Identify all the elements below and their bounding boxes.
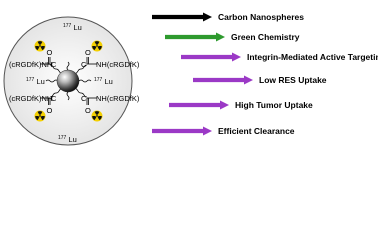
lu177-mass-top: 177 bbox=[63, 23, 72, 29]
radiation-icon-blade bbox=[40, 116, 45, 121]
lu177-mass-right: 177 bbox=[94, 77, 103, 83]
radiation-icon-center bbox=[39, 45, 41, 47]
ligand-label-bottom-left: (cRGDfK)NH bbox=[9, 94, 52, 103]
linker-bond-top-right bbox=[74, 64, 88, 75]
radiation-icon-blade bbox=[97, 116, 102, 121]
lu177-label-right: 177 Lu bbox=[94, 74, 113, 86]
feature-arrow bbox=[152, 126, 212, 136]
carbon-label-bottom-right: C bbox=[81, 94, 87, 103]
feature-arrow bbox=[193, 75, 253, 85]
radiation-icon-bottom-right bbox=[91, 110, 103, 122]
lu177-label-bottom: 177 Lu bbox=[58, 132, 77, 144]
radiation-icon-blade bbox=[92, 46, 97, 51]
lu177-element-right: Lu bbox=[104, 77, 112, 86]
nanosphere-core bbox=[56, 69, 80, 93]
radiation-icon-top-right bbox=[91, 40, 103, 52]
feature-label: Integrin-Mediated Active Targeting bbox=[247, 52, 378, 62]
radiation-icon-blade bbox=[37, 111, 43, 115]
feature-item: Integrin-Mediated Active Targeting bbox=[181, 52, 378, 62]
feature-label: Carbon Nanospheres bbox=[218, 12, 304, 22]
linker-bond-top bbox=[66, 61, 70, 71]
scheme-stage: O C O C O C O C (cRGDfK)NH NH(cRGDfK) (c… bbox=[3, 12, 378, 146]
feature-arrow bbox=[152, 12, 212, 22]
radiation-icon-blade bbox=[92, 116, 97, 121]
lu177-mass-left: 177 bbox=[26, 77, 35, 83]
radiation-icon-center bbox=[96, 115, 98, 117]
radiation-icon-blade bbox=[94, 111, 100, 115]
carbonyl-groups bbox=[40, 57, 97, 105]
radiation-icon-bottom-left bbox=[34, 110, 46, 122]
linker-bond-right bbox=[78, 79, 92, 83]
linker-bond-bottom-left bbox=[49, 87, 63, 98]
linker-bond-bottom-right bbox=[74, 87, 88, 98]
carbon-label-bottom-left: C bbox=[51, 94, 57, 103]
oxygen-label-bottom-left: O bbox=[47, 106, 53, 115]
oxygen-label-bottom-right: O bbox=[85, 106, 91, 115]
radiation-icon-blade bbox=[97, 46, 102, 51]
feature-item: Efficient Clearance bbox=[152, 126, 295, 136]
radiation-icon-center bbox=[39, 115, 41, 117]
feature-label: Low RES Uptake bbox=[259, 75, 327, 85]
ligand-label-bottom-right: NH(cRGDfK) bbox=[96, 94, 140, 103]
linker-bonds bbox=[45, 61, 92, 101]
lu177-label-left: 177 Lu bbox=[26, 74, 45, 86]
radiation-icon-blade bbox=[37, 41, 43, 45]
feature-arrow bbox=[165, 32, 225, 42]
linker-bond-left bbox=[45, 79, 59, 83]
radiation-icon-center bbox=[96, 45, 98, 47]
carbon-label-top-right: C bbox=[81, 60, 87, 69]
lu177-mass-bottom: 177 bbox=[58, 135, 67, 141]
scheme-figure: O C O C O C O C (cRGDfK)NH NH(cRGDfK) (c… bbox=[3, 12, 378, 146]
feature-arrow bbox=[181, 52, 241, 62]
lu177-label-top: 177 Lu bbox=[63, 20, 82, 32]
radiation-icon-blade bbox=[40, 46, 45, 51]
lu177-element-left: Lu bbox=[36, 77, 44, 86]
ligand-label-top-left: (cRGDfK)NH bbox=[9, 60, 52, 69]
feature-label: Green Chemistry bbox=[231, 32, 300, 42]
feature-label: High Tumor Uptake bbox=[235, 100, 313, 110]
radiation-icon-blade bbox=[35, 116, 40, 121]
radiation-icon-top-left bbox=[34, 40, 46, 52]
lu177-element-top: Lu bbox=[73, 23, 81, 32]
feature-item: Green Chemistry bbox=[165, 32, 300, 42]
radiation-symbols bbox=[34, 40, 103, 122]
linker-bond-bottom bbox=[66, 91, 70, 101]
radiation-icon-blade bbox=[94, 41, 100, 45]
feature-item: High Tumor Uptake bbox=[169, 100, 313, 110]
feature-item: Low RES Uptake bbox=[193, 75, 327, 85]
feature-label: Efficient Clearance bbox=[218, 126, 295, 136]
feature-arrow bbox=[169, 100, 229, 110]
feature-item: Carbon Nanospheres bbox=[152, 12, 304, 22]
lu177-element-bottom: Lu bbox=[68, 135, 76, 144]
oxygen-label-top-left: O bbox=[47, 48, 53, 57]
ligand-label-top-right: NH(cRGDfK) bbox=[96, 60, 140, 69]
linker-bond-top-left bbox=[49, 64, 63, 75]
carbon-label-top-left: C bbox=[51, 60, 57, 69]
oxygen-label-top-right: O bbox=[85, 48, 91, 57]
radiation-icon-blade bbox=[35, 46, 40, 51]
